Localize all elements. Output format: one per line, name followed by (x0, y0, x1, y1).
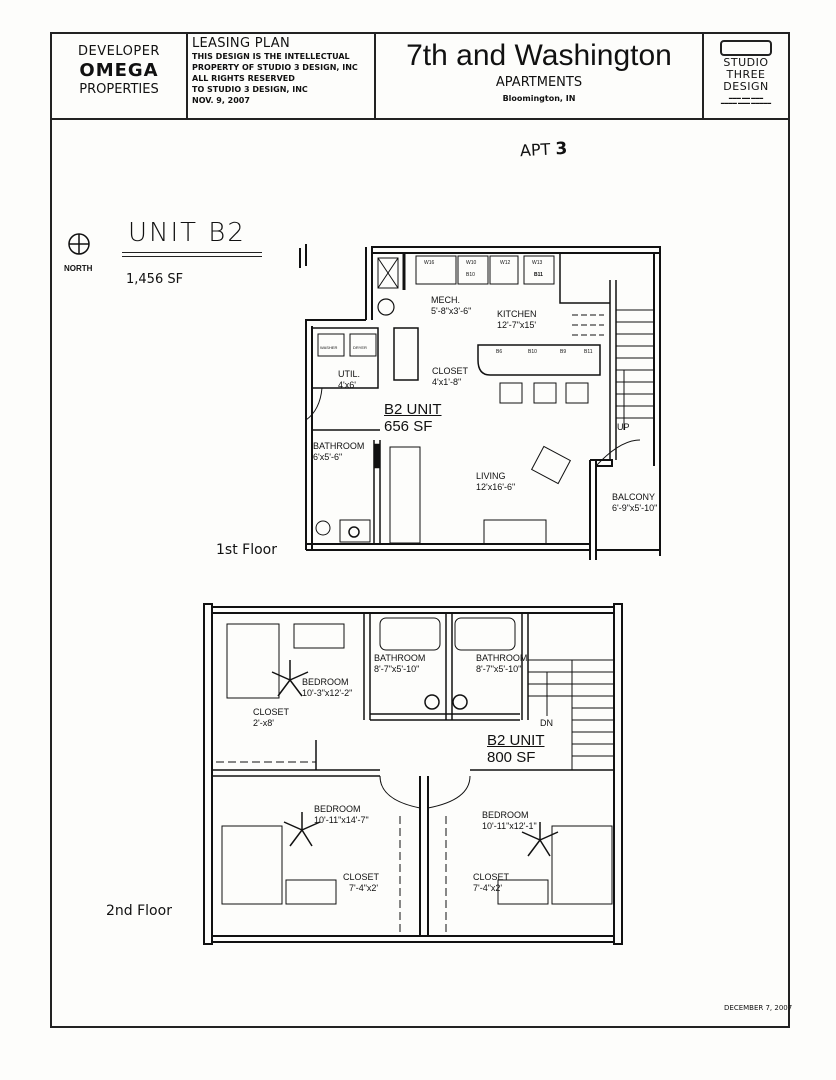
north-label: NORTH (64, 264, 93, 273)
title-block: DEVELOPER OMEGA PROPERTIES LEASING PLAN … (52, 34, 788, 120)
firm-logo-icon (720, 40, 772, 56)
unit-tag-second-floor: B2 UNIT 800 SF (487, 732, 545, 766)
room-label-bathroom-2: BATHROOM (476, 653, 528, 663)
room-dim-living: 12'x16'-6" (476, 482, 516, 492)
room-label-bedroom-se: BEDROOM (482, 810, 529, 820)
room-label-kitchen: KITCHEN (497, 309, 537, 319)
room-label-closet-sw: CLOSET (343, 872, 380, 882)
room-dim-closet-se: 7'-4"x2' (473, 883, 503, 893)
project-block: 7th and Washington APARTMENTS Bloomingto… (376, 34, 704, 118)
washer-label: WASHER (320, 345, 338, 350)
room-label-util: UTIL. (338, 369, 361, 379)
floor-label-second: 2nd Floor (106, 903, 172, 919)
project-city: Bloomington, IN (502, 94, 576, 103)
cabinet-tag: B11 (534, 272, 543, 278)
cabinet-tag: B10 (528, 349, 537, 355)
unit-title: UNIT B2 (128, 218, 246, 248)
title-underline (122, 256, 262, 257)
cabinet-tag: W10 (466, 260, 477, 266)
room-dim-bedroom-nw: 10'-3"x12'-2" (302, 688, 353, 698)
cabinet-tag: B11 (584, 349, 593, 355)
drawing-sheet: DEVELOPER OMEGA PROPERTIES LEASING PLAN … (50, 32, 790, 1028)
room-label-bedroom-nw: BEDROOM (302, 677, 349, 687)
firm-name-3: DESIGN (723, 80, 769, 93)
developer-suffix: PROPERTIES (79, 82, 159, 97)
stair-down-label: DN (540, 718, 553, 728)
handwritten-apt-note: APT 3 (520, 139, 568, 161)
unit-total-area: 1,456 SF (126, 272, 184, 287)
leasing-block: LEASING PLAN THIS DESIGN IS THE INTELLEC… (188, 34, 376, 118)
room-dim-closet-nw: 2'-x8' (253, 718, 274, 728)
room-label-closet-se: CLOSET (473, 872, 510, 882)
room-label-living: LIVING (476, 471, 506, 481)
copyright-line: PROPERTY OF STUDIO 3 DESIGN, INC (192, 63, 358, 72)
firm-contact-fineprint: ▬▬▬ ▬▬ ▬▬▬▬▬▬▬ ▬▬▬ ▬▬▬▬▬ (720, 95, 772, 105)
developer-block: DEVELOPER OMEGA PROPERTIES (52, 34, 188, 118)
room-label-bedroom-sw: BEDROOM (314, 804, 361, 814)
project-subtitle: APARTMENTS (495, 75, 583, 90)
room-dim-mech: 5'-8"x3'-6" (431, 306, 472, 316)
developer-name: OMEGA (79, 60, 159, 81)
room-dim-bedroom-sw: 10'-11"x14'-7" (314, 815, 369, 825)
copyright-line: ALL RIGHTS RESERVED (192, 74, 295, 83)
room-dim-kitchen: 12'-7"x15' (497, 320, 537, 330)
cabinet-tag: W12 (500, 260, 511, 266)
room-dim-closet-sw: 7'-4"x2' (349, 883, 379, 893)
room-dim-util: 4'x6' (338, 380, 356, 390)
cabinet-tag: W16 (424, 260, 435, 266)
room-dim-bathroom-2: 8'-7"x5'-10" (476, 664, 522, 674)
unit-tag-first-floor: B2 UNIT 656 SF (384, 401, 442, 435)
room-label-bathroom: BATHROOM (313, 441, 365, 451)
firm-block: STUDIO THREE DESIGN ▬▬▬ ▬▬ ▬▬▬▬▬▬▬ ▬▬▬ ▬… (704, 34, 788, 118)
room-dim-bathroom-1: 8'-7"x5'-10" (374, 664, 420, 674)
cabinet-tag: B9 (560, 349, 567, 355)
issue-date: NOV. 9, 2007 (192, 96, 250, 105)
cabinet-tag: B6 (496, 349, 503, 355)
room-dim-bedroom-se: 10'-11"x12'-1" (482, 821, 537, 831)
apt-prefix: APT (519, 139, 551, 161)
room-dim-closet: 4'x1'-8" (432, 377, 462, 387)
footer-date: DECEMBER 7, 2007 (724, 1004, 793, 1012)
room-label-closet-nw: CLOSET (253, 707, 290, 717)
copyright-line: THIS DESIGN IS THE INTELLECTUAL (192, 52, 350, 61)
firm-name-2: THREE (726, 68, 766, 81)
floor-label-first: 1st Floor (216, 542, 277, 558)
title-underline (122, 252, 262, 253)
unit-tag-label: B2 UNIT (487, 732, 545, 749)
north-arrow-icon (68, 233, 90, 255)
cabinet-tag: W13 (532, 260, 543, 266)
unit-tag-area: 800 SF (487, 749, 536, 766)
unit-tag-area: 656 SF (384, 418, 433, 435)
cabinet-tag: B10 (466, 272, 475, 278)
room-dim-bathroom: 6'x5'-6" (313, 452, 343, 462)
stair-up-label: UP (617, 422, 630, 432)
room-label-bathroom-1: BATHROOM (374, 653, 426, 663)
dryer-label: DRYER (353, 345, 367, 350)
room-label-mech: MECH. (431, 295, 460, 305)
leasing-heading: LEASING PLAN (192, 36, 290, 51)
room-dim-balcony: 6'-9"x5'-10" (612, 503, 658, 513)
apt-number: 3 (554, 138, 568, 160)
project-name: 7th and Washington (406, 39, 672, 72)
copyright-line: TO STUDIO 3 DESIGN, INC (192, 85, 308, 94)
room-label-balcony: BALCONY (612, 492, 656, 502)
firm-name-1: STUDIO (723, 56, 769, 69)
developer-label: DEVELOPER (78, 44, 160, 59)
unit-tag-label: B2 UNIT (384, 401, 442, 418)
room-label-closet: CLOSET (432, 366, 469, 376)
